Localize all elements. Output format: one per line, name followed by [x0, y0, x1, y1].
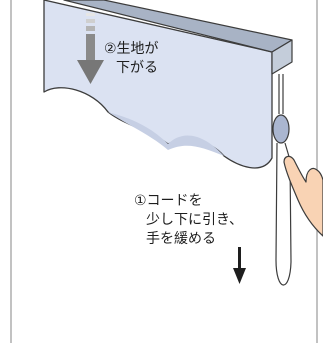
step-1-label-line-3: 手を緩める — [146, 231, 216, 247]
step-2-label: ②生地が 下がる — [104, 40, 159, 78]
pull-cord — [272, 74, 292, 286]
headrail — [63, 0, 293, 75]
step-1-label-line-2: 少し下に引き、 — [146, 212, 244, 228]
fabric-fold-shadow — [108, 112, 224, 156]
down-arrow-fabric-icon — [77, 13, 104, 84]
step-2-label-line-2: 下がる — [116, 60, 158, 76]
step-1-label: ①コードを 少し下に引き、 手を緩める — [134, 192, 243, 249]
step-2-label-line-1: ②生地が — [104, 41, 159, 57]
step-1-label-line-1: ①コードを — [134, 193, 203, 209]
down-arrow-cord-icon — [233, 247, 246, 284]
blind-fabric — [43, 0, 273, 169]
hand-illustration — [283, 155, 323, 237]
